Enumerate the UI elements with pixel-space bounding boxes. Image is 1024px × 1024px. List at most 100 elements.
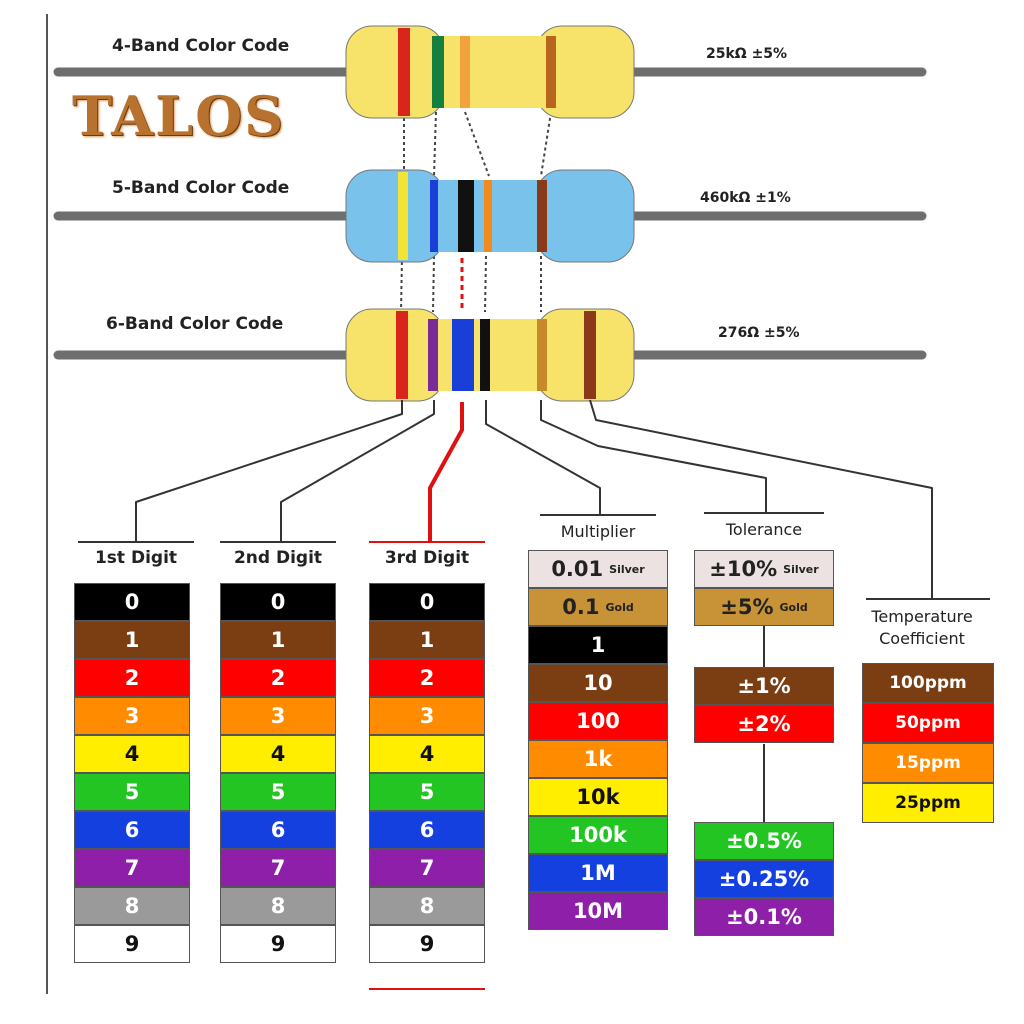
header-2nd-digit: 2nd Digit [233, 548, 323, 568]
multiplier-row: 10 [528, 664, 668, 702]
table-1st-digit: 0 1 2 3 4 5 6 7 8 9 [74, 583, 190, 963]
tolerance-label: ±0.5% [726, 829, 802, 853]
digit-3-label: 5 [419, 780, 435, 804]
temperature-row: 50ppm [862, 703, 994, 743]
digit-1-row: 5 [74, 773, 190, 811]
multiplier-label: 1 [590, 633, 606, 657]
digit-1-row: 9 [74, 925, 190, 963]
connector-1st-digit [135, 400, 403, 541]
color-band [460, 36, 470, 108]
title-6-band: 6-Band Color Code [106, 314, 284, 334]
digit-3-label: 3 [419, 704, 435, 728]
digit-2-row: 4 [220, 735, 336, 773]
multiplier-label: 10k [576, 785, 620, 809]
digit-2-label: 7 [270, 856, 286, 880]
multiplier-label: 0.01 [551, 557, 604, 581]
temperature-label: 100ppm [889, 673, 967, 693]
table-tolerance-green-violet: ±0.5% ±0.25% ±0.1% [694, 822, 834, 936]
value-6-band: 276Ω ±5% [718, 325, 800, 341]
multiplier-label: 0.1 [562, 595, 600, 619]
title-5-band: 5-Band Color Code [112, 178, 290, 198]
digit-1-label: 2 [124, 666, 140, 690]
color-band [398, 28, 410, 116]
digit-2-row: 6 [220, 811, 336, 849]
color-band [396, 311, 408, 399]
tolerance-row: ±5%Gold [694, 588, 834, 626]
digit-1-label: 0 [124, 590, 140, 614]
multiplier-label: 10M [572, 899, 624, 923]
digit-3-row: 7 [369, 849, 485, 887]
digit-1-label: 1 [124, 628, 140, 652]
multiplier-row: 100k [528, 816, 668, 854]
digit-3-row: 3 [369, 697, 485, 735]
digit-2-label: 2 [270, 666, 286, 690]
digit-3-label: 0 [419, 590, 435, 614]
color-band [452, 319, 474, 391]
header-temperature-underline [866, 598, 990, 600]
digit-2-label: 6 [270, 818, 286, 842]
tolerance-row: ±0.1% [694, 898, 834, 936]
digit-1-label: 3 [124, 704, 140, 728]
table-tolerance-brown-red: ±1%±2% [694, 667, 834, 743]
header-tolerance: Tolerance [725, 520, 803, 539]
digit-2-row: 5 [220, 773, 336, 811]
multiplier-row: 10k [528, 778, 668, 816]
digit-1-row: 4 [74, 735, 190, 773]
digit-3-row: 1 [369, 621, 485, 659]
header-3rd-digit: 3rd Digit [384, 548, 470, 568]
digit-3-label: 1 [419, 628, 435, 652]
digit-3-row: 2 [369, 659, 485, 697]
tolerance-row: ±2% [694, 705, 834, 743]
temperature-row: 25ppm [862, 783, 994, 823]
connector-temperature [589, 399, 933, 598]
multiplier-sublabel: Silver [609, 562, 645, 576]
color-band [430, 180, 438, 252]
digit-2-row: 7 [220, 849, 336, 887]
tolerance-row: ±10%Silver [694, 550, 834, 588]
tolerance-label: ±0.1% [726, 905, 802, 929]
digit-2-label: 9 [270, 932, 286, 956]
digit-1-label: 6 [124, 818, 140, 842]
digit-1-label: 8 [124, 894, 140, 918]
temperature-row: 15ppm [862, 743, 994, 783]
color-band [398, 172, 408, 260]
digit-1-label: 5 [124, 780, 140, 804]
digit-3-label: 9 [419, 932, 435, 956]
digit-1-row: 6 [74, 811, 190, 849]
digit-3-label: 4 [419, 742, 435, 766]
temperature-row: 100ppm [862, 663, 994, 703]
multiplier-label: 1k [583, 747, 613, 771]
digit-1-label: 7 [124, 856, 140, 880]
color-band [432, 36, 444, 108]
color-band [537, 319, 547, 391]
digit-1-row: 2 [74, 659, 190, 697]
tolerance-sublabel: Gold [779, 600, 808, 614]
digit-2-row: 2 [220, 659, 336, 697]
tolerance-sublabel: Silver [783, 562, 819, 576]
multiplier-row: 1M [528, 854, 668, 892]
multiplier-label: 10 [583, 671, 613, 695]
digit-2-row: 8 [220, 887, 336, 925]
connector-2nd-digit [280, 400, 435, 541]
header-temperature-coefficient: Temperature Coefficient [871, 607, 973, 648]
tolerance-row: ±1% [694, 667, 834, 705]
tolerance-row: ±0.5% [694, 822, 834, 860]
temperature-label: 25ppm [895, 793, 961, 813]
digit-1-label: 9 [124, 932, 140, 956]
tolerance-label: ±0.25% [718, 867, 810, 891]
digit-1-row: 7 [74, 849, 190, 887]
band-link-dashed [400, 255, 403, 313]
digit-3-row: 9 [369, 925, 485, 963]
header-multiplier: Multiplier [560, 522, 636, 541]
connector-3rd-digit [428, 402, 464, 541]
digit-2-label: 8 [270, 894, 286, 918]
digit-3-row: 5 [369, 773, 485, 811]
color-band [480, 319, 490, 391]
digit-1-row: 0 [74, 583, 190, 621]
color-band [428, 319, 438, 391]
